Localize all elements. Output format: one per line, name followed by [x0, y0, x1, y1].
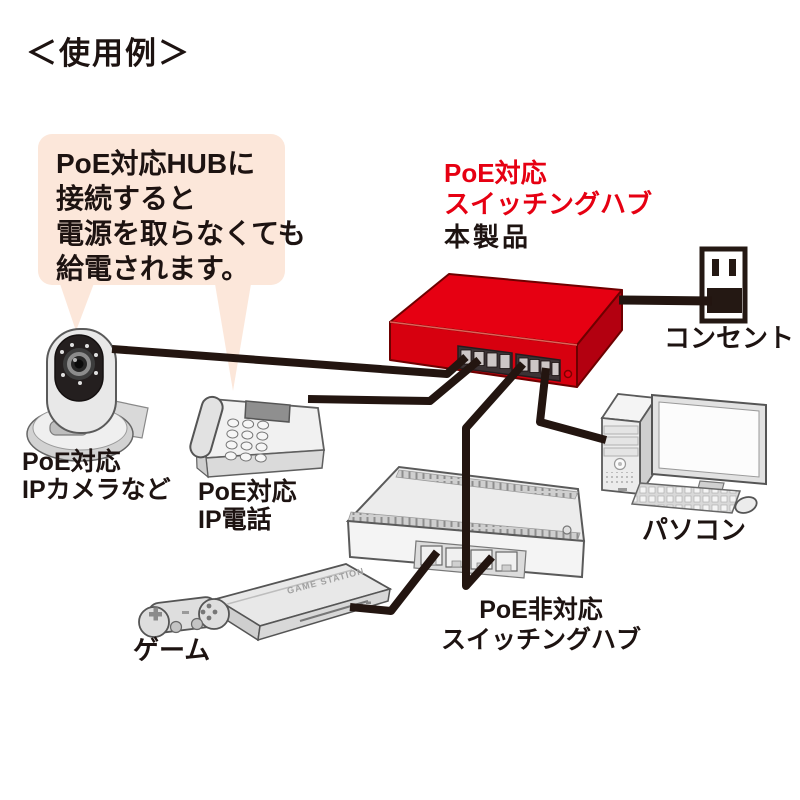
ip-phone-illustration — [189, 395, 326, 479]
cable-game-to-hub2 — [349, 549, 441, 615]
outlet-plug — [707, 288, 742, 313]
outlet-label: コンセント — [664, 323, 795, 353]
phone-label: PoE対応 IP電話 — [198, 478, 297, 534]
camera-label-line2: IPカメラなど — [22, 476, 171, 504]
phone-handset — [189, 395, 224, 459]
cable-hub-to-hub2 — [462, 361, 526, 590]
callout-text: PoE対応HUBに 接続すると 電源を取らなくても 給電されます。 — [56, 146, 306, 286]
camera-label: PoE対応 IPカメラなど — [22, 448, 171, 504]
hub2-screw — [562, 525, 572, 535]
hub2-label: PoE非対応 スイッチングハブ — [430, 595, 652, 655]
camera-ir-leds — [60, 343, 98, 385]
phone-label-line1: PoE対応 — [198, 478, 297, 506]
usage-example-title: ＜使用例＞ — [26, 36, 191, 71]
hub2-label-line1: PoE非対応 — [479, 596, 603, 624]
cable-hub-to-pc — [536, 367, 608, 444]
pc-keyboard — [630, 482, 742, 514]
product-name: 本製品 — [444, 222, 532, 252]
camera-label-line1: PoE対応 — [22, 448, 121, 476]
game-console-illustration: GAME STATION — [138, 563, 393, 642]
hub2-label-line2: スイッチングハブ — [440, 626, 641, 654]
pc-mouse — [734, 496, 758, 514]
cable-camera-to-hub — [111, 345, 469, 378]
callout-line-3: 電源を取らなくても — [56, 218, 306, 249]
callout-bubble — [38, 134, 285, 391]
gamepad-illustration — [138, 596, 230, 638]
product-label-red-line2: スイッチングハブ — [444, 189, 653, 219]
poe-hub-indicator — [563, 369, 573, 379]
power-cable-to-outlet — [618, 295, 713, 306]
ip-camera-illustration — [26, 328, 149, 462]
network-cables — [111, 295, 713, 615]
pc-label: パソコン — [642, 515, 747, 545]
pc-illustration — [600, 393, 767, 514]
product-label-red-line1: PoE対応 — [444, 158, 547, 188]
camera-lens — [63, 348, 95, 380]
cable-phone-to-hub — [307, 356, 482, 405]
callout-line-2: 接続すると — [56, 183, 197, 214]
pc-monitor-screen — [658, 401, 760, 478]
game-label: ゲーム — [133, 635, 211, 665]
callout-line-1: PoE対応HUBに — [56, 148, 256, 179]
phone-screen — [244, 400, 291, 423]
phone-label-line2: IP電話 — [198, 506, 272, 534]
outlet-illustration — [699, 246, 748, 324]
callout-line-4: 給電されます。 — [56, 253, 250, 284]
product-label: PoE対応 スイッチングハブ 本製品 — [444, 158, 652, 253]
phone-keypad — [224, 418, 270, 463]
